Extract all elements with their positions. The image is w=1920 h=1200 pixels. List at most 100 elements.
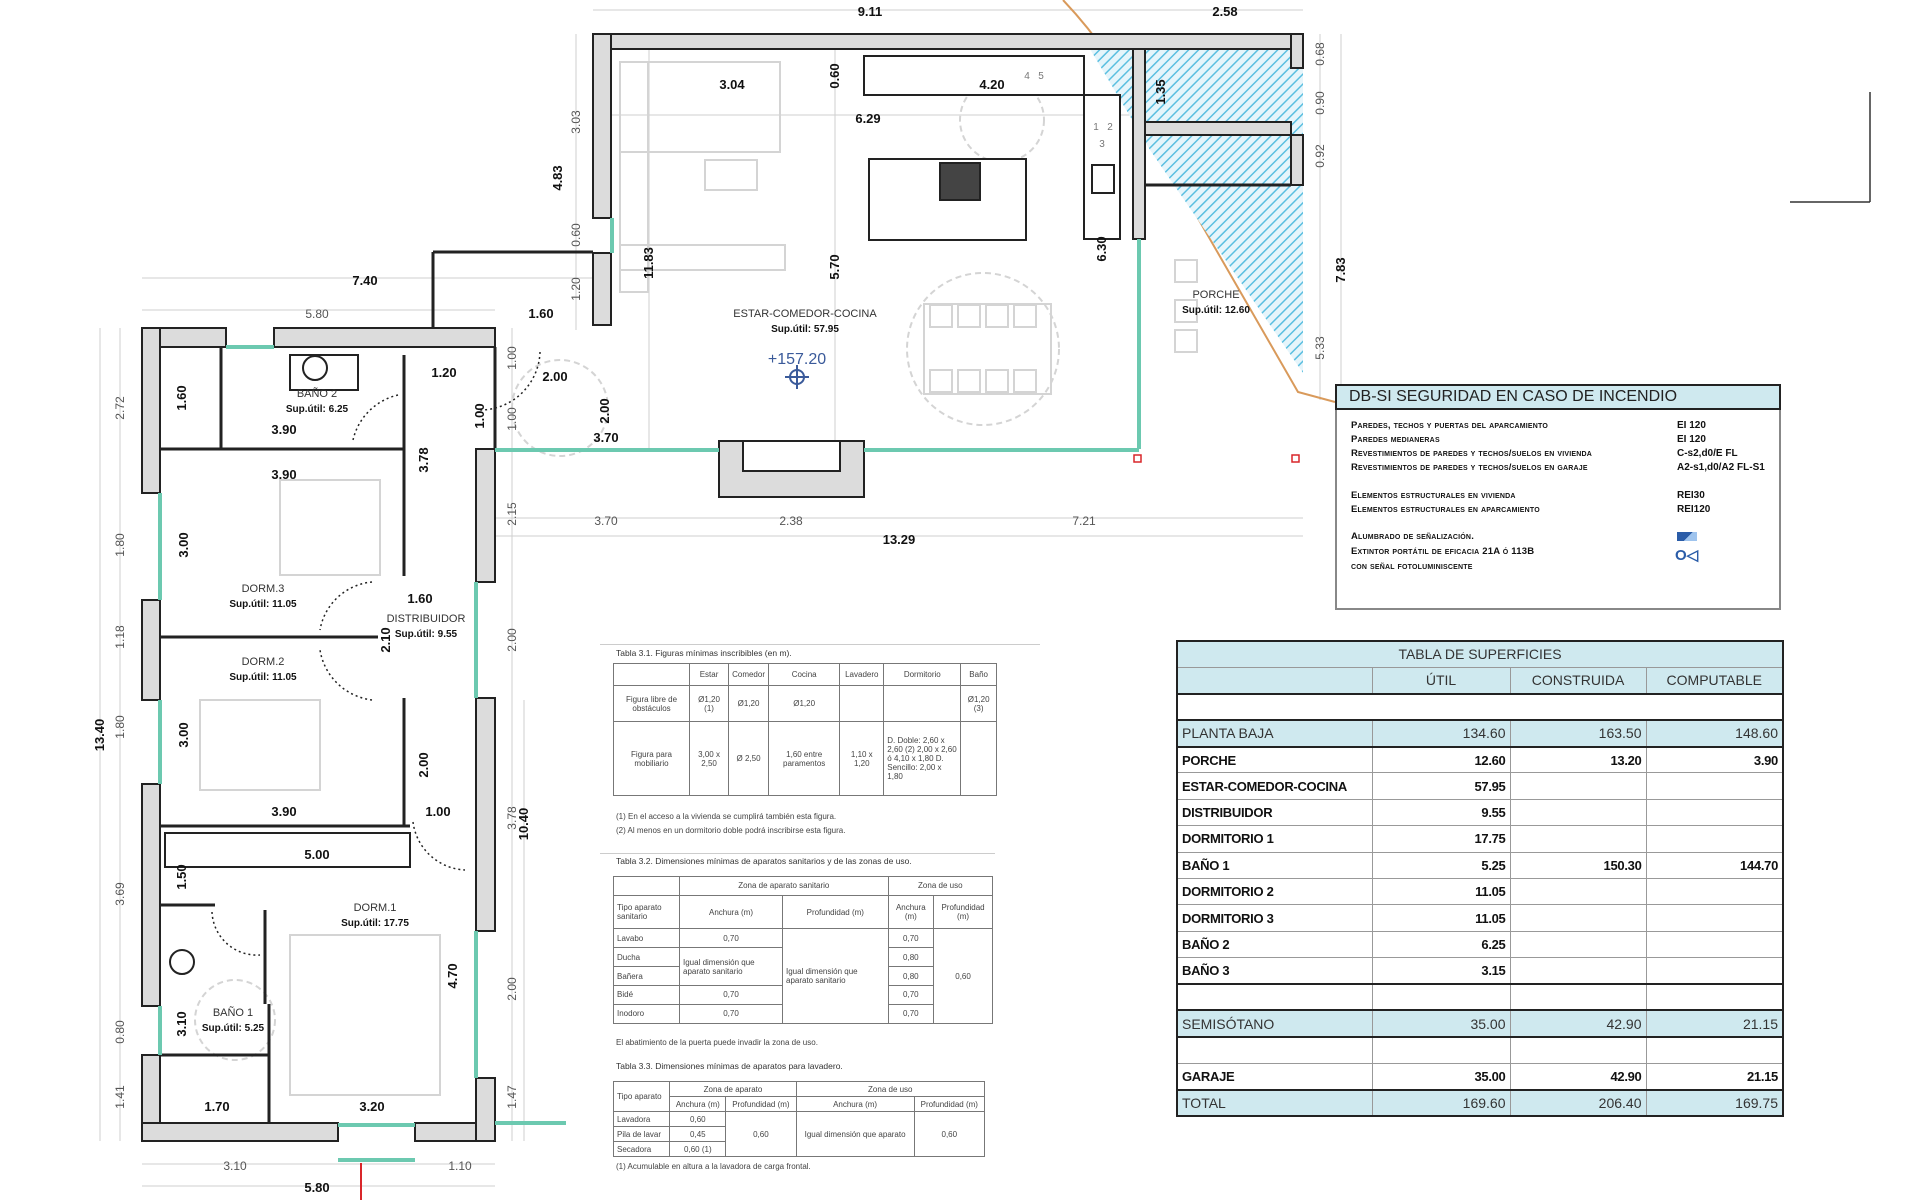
cell: Ø1,20 bbox=[728, 685, 769, 722]
dimension-label: 1.41 bbox=[113, 1085, 127, 1109]
cell bbox=[1645, 825, 1784, 853]
cell: Ø1,20 (3) bbox=[960, 685, 997, 722]
cell: Anchura (m) bbox=[669, 1096, 727, 1112]
cell: Zona de aparato sanitario bbox=[679, 876, 889, 896]
cell bbox=[1509, 930, 1647, 959]
cell: 12.60 bbox=[1371, 746, 1511, 774]
legend-row-label: con señal fotoluminiscente bbox=[1351, 561, 1473, 572]
row-label: PORCHE bbox=[1176, 746, 1373, 774]
dimension-label: 2.00 bbox=[505, 628, 519, 652]
room-area: Sup.útil: 5.25 bbox=[202, 1023, 265, 1034]
legend-row-label: Paredes, techos y puertas del aparcamien… bbox=[1351, 420, 1549, 431]
dimension-label: 3.20 bbox=[359, 1099, 384, 1114]
cell: 144.70 bbox=[1645, 851, 1784, 880]
divider bbox=[600, 644, 1040, 645]
cell: Ø1,20 bbox=[767, 685, 841, 722]
dimension-label: 7.83 bbox=[1333, 257, 1348, 282]
cell: 169.75 bbox=[1645, 1089, 1784, 1117]
cell: 150.30 bbox=[1509, 851, 1647, 880]
dimension-label: 2.00 bbox=[597, 398, 612, 423]
dimension-label: 1.70 bbox=[204, 1099, 229, 1114]
dimension-label: 7.40 bbox=[352, 273, 377, 288]
cell bbox=[1645, 878, 1784, 906]
cell: 0,60 bbox=[933, 928, 993, 1024]
dimension-label: 5.80 bbox=[304, 1180, 329, 1195]
dimension-label: 1.00 bbox=[472, 403, 487, 428]
cell: 11.05 bbox=[1371, 904, 1511, 932]
cell: 0,60 bbox=[913, 1111, 986, 1157]
cell: Pila de lavar bbox=[612, 1126, 671, 1142]
cell: Ducha bbox=[613, 947, 680, 968]
dimension-label: 2.38 bbox=[779, 514, 803, 528]
dimension-label: 1.20 bbox=[569, 277, 583, 301]
door-swings bbox=[211, 351, 541, 956]
dimension-label: 7.21 bbox=[1072, 514, 1096, 528]
cell: Zona de aparato bbox=[669, 1081, 797, 1097]
table-3-1-title: Tabla 3.1. Figuras mínimas inscribibles … bbox=[616, 648, 792, 658]
dimension-label: 4.83 bbox=[550, 165, 565, 190]
dimension-label: 2.00 bbox=[542, 369, 567, 384]
legend-row-value: A2-s1,d0/A2 FL-S1 bbox=[1677, 462, 1765, 473]
dimension-label: 0.80 bbox=[113, 1020, 127, 1044]
cell: 0,70 bbox=[679, 928, 783, 949]
elevation-label: +157.20 bbox=[768, 351, 826, 368]
divider bbox=[600, 853, 995, 854]
dimension-label: 3.03 bbox=[569, 110, 583, 134]
legend-row-value: EI 120 bbox=[1677, 420, 1706, 431]
dimension-label: 1.50 bbox=[174, 864, 189, 889]
marker-square bbox=[1291, 454, 1300, 463]
dimension-label: 9.11 bbox=[858, 4, 883, 19]
cell: 1,10 x 1,20 bbox=[839, 721, 885, 796]
room-area: Sup.útil: 17.75 bbox=[341, 918, 409, 929]
cell bbox=[839, 685, 885, 722]
dimension-label: 3.78 bbox=[416, 447, 431, 472]
dimension-label: 5.70 bbox=[827, 254, 842, 279]
cell: 0,60 bbox=[725, 1111, 797, 1157]
legend-row-label: Alumbrado de señalización. bbox=[1351, 531, 1475, 542]
room-name: DORM.1 bbox=[354, 902, 397, 914]
cell bbox=[1645, 772, 1784, 800]
dimension-label: 5.00 bbox=[304, 847, 329, 862]
row-label: BAÑO 2 bbox=[1176, 930, 1373, 959]
cell bbox=[1509, 957, 1647, 985]
dimension-label: 3.90 bbox=[271, 804, 296, 819]
dimension-label: 2.00 bbox=[505, 977, 519, 1001]
cell: 17.75 bbox=[1371, 825, 1511, 853]
room-name: DISTRIBUIDOR bbox=[387, 613, 466, 625]
kitchen-module-number: 2 bbox=[1107, 122, 1113, 133]
fireplace-opening bbox=[742, 440, 841, 472]
cell bbox=[612, 663, 691, 686]
cell bbox=[1509, 878, 1647, 906]
cell: Zona de uso bbox=[795, 1081, 986, 1097]
dimension-label: 10.40 bbox=[516, 808, 531, 841]
cell: Figura libre de obstáculos bbox=[612, 685, 691, 722]
legend-row-label: Revestimientos de paredes y techos/suelo… bbox=[1351, 448, 1593, 459]
cell bbox=[1645, 904, 1784, 932]
legend-row-value: C-s2,d0/E FL bbox=[1677, 448, 1738, 459]
dimension-label: 2.58 bbox=[1212, 4, 1237, 19]
cell: 0,60 (1) bbox=[669, 1141, 727, 1157]
cell: Anchura (m) bbox=[679, 894, 783, 930]
marker-square bbox=[1133, 454, 1142, 463]
cell bbox=[960, 721, 997, 796]
dimension-label: 5.80 bbox=[305, 307, 329, 321]
table-note: (2) Al menos en un dormitorio doble podr… bbox=[616, 826, 846, 835]
cell: 11.05 bbox=[1371, 878, 1511, 906]
row-label: DORMITORIO 3 bbox=[1176, 904, 1373, 932]
partitions bbox=[160, 183, 1291, 1123]
kitchen-module-number: 3 bbox=[1099, 139, 1105, 150]
fire-safety-legend: DB-SI SEGURIDAD EN CASO DE INCENDIO Pare… bbox=[1335, 384, 1781, 610]
cell: 0,80 bbox=[887, 966, 935, 986]
cell: 0,70 bbox=[679, 1003, 783, 1025]
cell: 57.95 bbox=[1371, 772, 1511, 800]
row-label: ESTAR-COMEDOR-COCINA bbox=[1176, 772, 1373, 800]
frame-bracket bbox=[1790, 92, 1871, 203]
